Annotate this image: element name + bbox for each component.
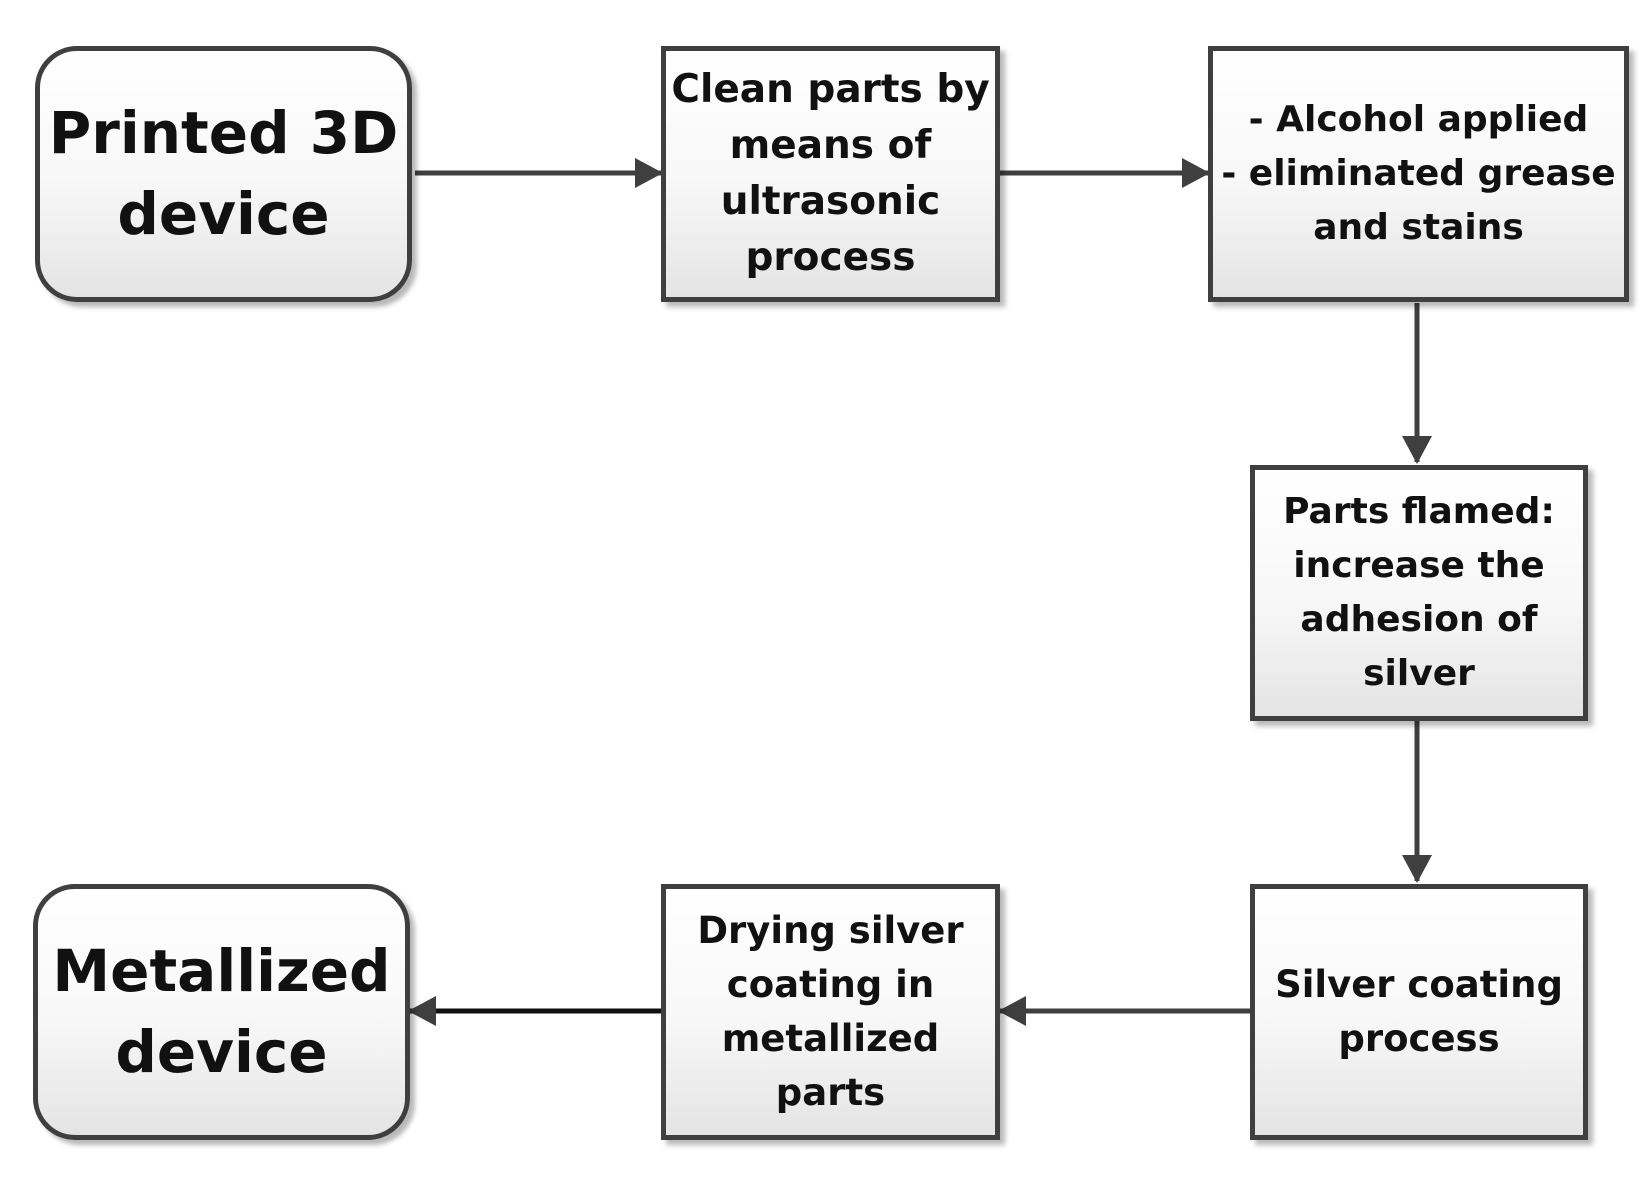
node-silver-coating-process-label: Silver coating process [1275,962,1563,1060]
node-metallized-device-label: Metallized device [52,936,391,1086]
node-alcohol-applied-label: - Alcohol applied - eliminated grease an… [1221,99,1616,248]
node-metallized-device: Metallized device [33,884,410,1140]
node-clean-parts: Clean parts by means of ultrasonic proce… [661,46,1000,302]
node-clean-parts-label: Clean parts by means of ultrasonic proce… [671,66,990,281]
node-drying-silver-coating: Drying silver coating in metallized part… [661,884,1000,1140]
node-printed-3d-device: Printed 3D device [35,46,412,302]
node-parts-flamed-label: Parts flamed: increase the adhesion of s… [1283,491,1555,694]
node-drying-silver-coating-label: Drying silver coating in metallized part… [697,908,964,1115]
node-silver-coating-process: Silver coating process [1250,884,1588,1140]
node-printed-3d-device-label: Printed 3D device [48,98,399,248]
node-parts-flamed: Parts flamed: increase the adhesion of s… [1250,465,1588,721]
node-alcohol-applied: - Alcohol applied - eliminated grease an… [1208,46,1629,302]
